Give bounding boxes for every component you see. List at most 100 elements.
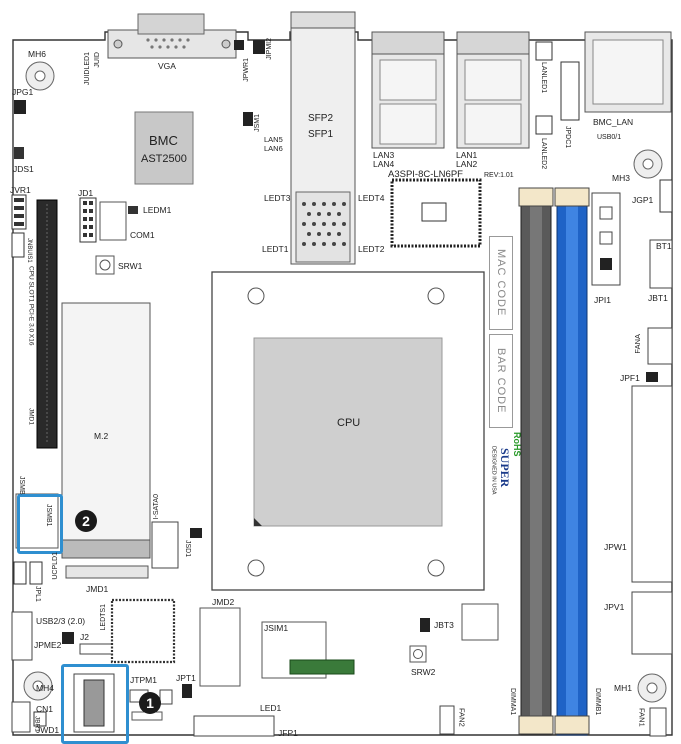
label-ledt4: LEDT4	[358, 193, 385, 203]
label-jbt1: JBT1	[648, 293, 668, 303]
label-cn1: CN1	[36, 704, 54, 714]
label-fana: FANA	[633, 334, 642, 354]
label-jmd2: JMD2	[212, 597, 235, 607]
label-m2: M.2	[94, 431, 109, 441]
label-mh6: MH6	[28, 49, 46, 59]
label-ucpld1: UCPLD1	[52, 552, 59, 580]
label-jsd1: JSD1	[184, 540, 191, 558]
label-rev: REV:1.01	[484, 172, 514, 179]
jmd2-slot	[199, 607, 241, 687]
label-jsm1: JSM1	[254, 114, 261, 132]
label-usb01: USB0/1	[597, 134, 622, 141]
label-jipmi2: JIPMI2	[266, 38, 273, 60]
label-juidled1: JUIDLED1	[84, 52, 91, 86]
label-com1: COM1	[130, 230, 155, 240]
label-fan2: FAN2	[457, 708, 467, 727]
label-juid: JUID	[94, 52, 101, 68]
mounting-hole-mh6	[25, 61, 55, 91]
label-lanled1: LANLED1	[540, 62, 547, 94]
callout-badge-2: 2	[75, 510, 97, 532]
label-jtpm1: JTPM1	[130, 675, 157, 685]
label-designed: DESIGNED IN USA	[490, 446, 497, 495]
label-ledt2: LEDT2	[358, 244, 385, 254]
label-ledts1: LEDTS1	[100, 604, 107, 631]
label-jnbuis1: JNBUIS1	[26, 238, 32, 263]
label-fan1: FAN1	[637, 708, 647, 727]
label-dimma1: DIMMA1	[509, 688, 516, 716]
label-mh1: MH1	[614, 683, 632, 693]
label-jpv1: JPV1	[604, 602, 625, 612]
label-bmc-lan: BMC_LAN	[593, 117, 634, 127]
label-jmd1-slot: JMD1	[27, 408, 35, 425]
cn1-highlight-box	[61, 664, 129, 744]
label-jpl1: JPL1	[34, 586, 41, 602]
label-jpf1: JPF1	[620, 373, 640, 383]
label-jpi1: JPI1	[594, 295, 612, 305]
label-jd1: JD1	[78, 188, 94, 198]
label-lan4: LAN4	[373, 159, 395, 169]
label-jpg1: JPG1	[12, 87, 34, 97]
label-srw2: SRW2	[411, 667, 436, 677]
lan-port-1-2	[456, 31, 530, 149]
label-lan2: LAN2	[456, 159, 478, 169]
label-jwd1: JWD1	[36, 725, 60, 735]
label-jgp1: JGP1	[632, 195, 654, 205]
label-ledm1: LEDM1	[143, 205, 172, 215]
bmc-lan-port	[584, 31, 672, 113]
cpu-die	[253, 337, 443, 527]
jpv1-connector	[631, 591, 673, 655]
label-sfp1: SFP1	[308, 129, 334, 140]
label-jds1: JDS1	[13, 164, 34, 174]
callout-badge-1: 1	[139, 692, 161, 714]
label-sfp2: SFP2	[308, 113, 334, 124]
label-jmd1: JMD1	[86, 584, 109, 594]
label-jbt3: JBT3	[434, 620, 454, 630]
label-bmc: BMC	[149, 133, 178, 148]
label-jbr1: JBR1	[33, 716, 41, 732]
bar-code-box: BAR CODE	[489, 334, 513, 428]
label-lan3: LAN3	[373, 150, 395, 160]
label-pcie-slot: CPU SLOT1 PCI-E 3.0 X16	[27, 266, 35, 346]
label-jpt1: JPT1	[176, 673, 196, 683]
label-lanled2: LANLED2	[540, 138, 547, 170]
label-super: SUPER	[498, 448, 512, 488]
label-dimmb1: DIMMB1	[594, 688, 601, 716]
label-board-name: A3SPI-8C-LN6PF	[388, 169, 463, 180]
label-jsmb1: JSMB1	[45, 504, 52, 527]
mounting-hole-mh4	[23, 671, 53, 701]
mounting-hole-mh1	[637, 673, 667, 703]
label-jpdc1: JPDC1	[564, 126, 571, 149]
jfp1-header	[193, 715, 275, 737]
bmc-chip	[134, 111, 194, 185]
atx-power-connector	[631, 385, 673, 583]
lan-port-3-4	[371, 31, 445, 149]
label-vga: VGA	[158, 61, 176, 71]
label-lan5: LAN5	[264, 135, 283, 144]
label-rohs: RoHS	[512, 432, 522, 457]
label-mh4: MH4	[36, 683, 54, 693]
label-srw1: SRW1	[118, 261, 143, 271]
label-jpwr1: JPWR1	[243, 58, 250, 82]
label-jsata0: I-SATA0	[153, 494, 160, 520]
label-jvr1: JVR1	[10, 185, 31, 195]
label-ledt3: LEDT3	[264, 193, 291, 203]
label-jpw1: JPW1	[604, 542, 627, 552]
label-lan1: LAN1	[456, 150, 478, 160]
mac-code-box: MAC CODE	[489, 236, 513, 330]
jsmb1-highlight-box	[17, 494, 63, 554]
label-jpme2: JPME2	[34, 640, 62, 650]
label-ledt1: LEDT1	[262, 244, 289, 254]
label-mh3: MH3	[612, 173, 630, 183]
label-led1: LED1	[260, 703, 282, 713]
label-ast2500: AST2500	[141, 153, 187, 165]
label-jfp1: JFP1	[278, 728, 298, 738]
label-bt1: BT1	[656, 241, 672, 251]
mounting-hole-mh3	[633, 149, 663, 179]
label-jsmb-side: JSMB	[18, 476, 25, 495]
label-cpu: CPU	[337, 417, 361, 429]
label-lan6: LAN6	[264, 144, 283, 153]
label-usb23: USB2/3 (2.0)	[36, 616, 86, 626]
label-j2: J2	[80, 632, 89, 642]
label-jsim1: JSIM1	[264, 623, 289, 633]
